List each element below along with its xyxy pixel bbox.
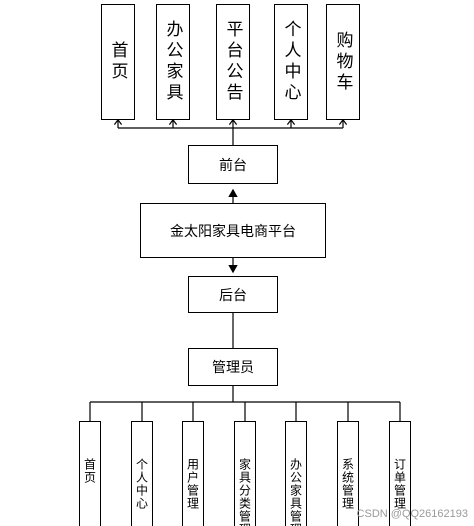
- frontend-module-personal-center: 个人中心: [274, 4, 308, 120]
- platform-label: 金太阳家具电商平台: [170, 223, 296, 240]
- frontend-module-office-furniture: 办公家具: [156, 4, 190, 120]
- admin-module-label: 订单管理: [392, 458, 407, 510]
- frontend-module-shopping-cart: 购物车: [326, 4, 360, 120]
- admin-module-label: 个人中心: [134, 458, 149, 510]
- frontend-module-announcements: 平台公告: [216, 4, 250, 120]
- admin-module-label: 系统管理: [340, 458, 355, 510]
- admin-label: 管理员: [212, 360, 254, 376]
- backend-node: 后台: [188, 276, 278, 313]
- admin-module-label: 首页: [82, 458, 97, 484]
- admin-node: 管理员: [188, 348, 278, 386]
- admin-module-user-management: 用户管理: [182, 421, 204, 526]
- frontend-module-label: 购物车: [332, 30, 353, 94]
- frontend-module-label: 首页: [107, 41, 128, 83]
- admin-module-label: 办公家具管理: [288, 458, 303, 526]
- frontend-module-label: 个人中心: [280, 20, 301, 104]
- frontend-module-label: 办公家具: [162, 20, 183, 104]
- frontend-node: 前台: [188, 145, 278, 184]
- admin-module-label: 用户管理: [185, 458, 200, 510]
- platform-node: 金太阳家具电商平台: [140, 203, 326, 258]
- admin-module-furniture-category-management: 家具分类管理: [234, 421, 256, 526]
- admin-module-personal-center: 个人中心: [131, 421, 153, 526]
- admin-module-order-management: 订单管理: [389, 421, 411, 526]
- watermark-text: CSDN @QQ26162193: [356, 508, 468, 520]
- admin-module-office-furniture-management: 办公家具管理: [285, 421, 307, 526]
- admin-module-label: 家具分类管理: [237, 458, 252, 526]
- frontend-label: 前台: [219, 157, 247, 174]
- backend-label: 后台: [219, 287, 247, 304]
- admin-module-home: 首页: [79, 421, 101, 526]
- admin-module-system-management: 系统管理: [337, 421, 359, 526]
- frontend-module-label: 平台公告: [222, 20, 243, 104]
- frontend-module-home: 首页: [101, 4, 135, 120]
